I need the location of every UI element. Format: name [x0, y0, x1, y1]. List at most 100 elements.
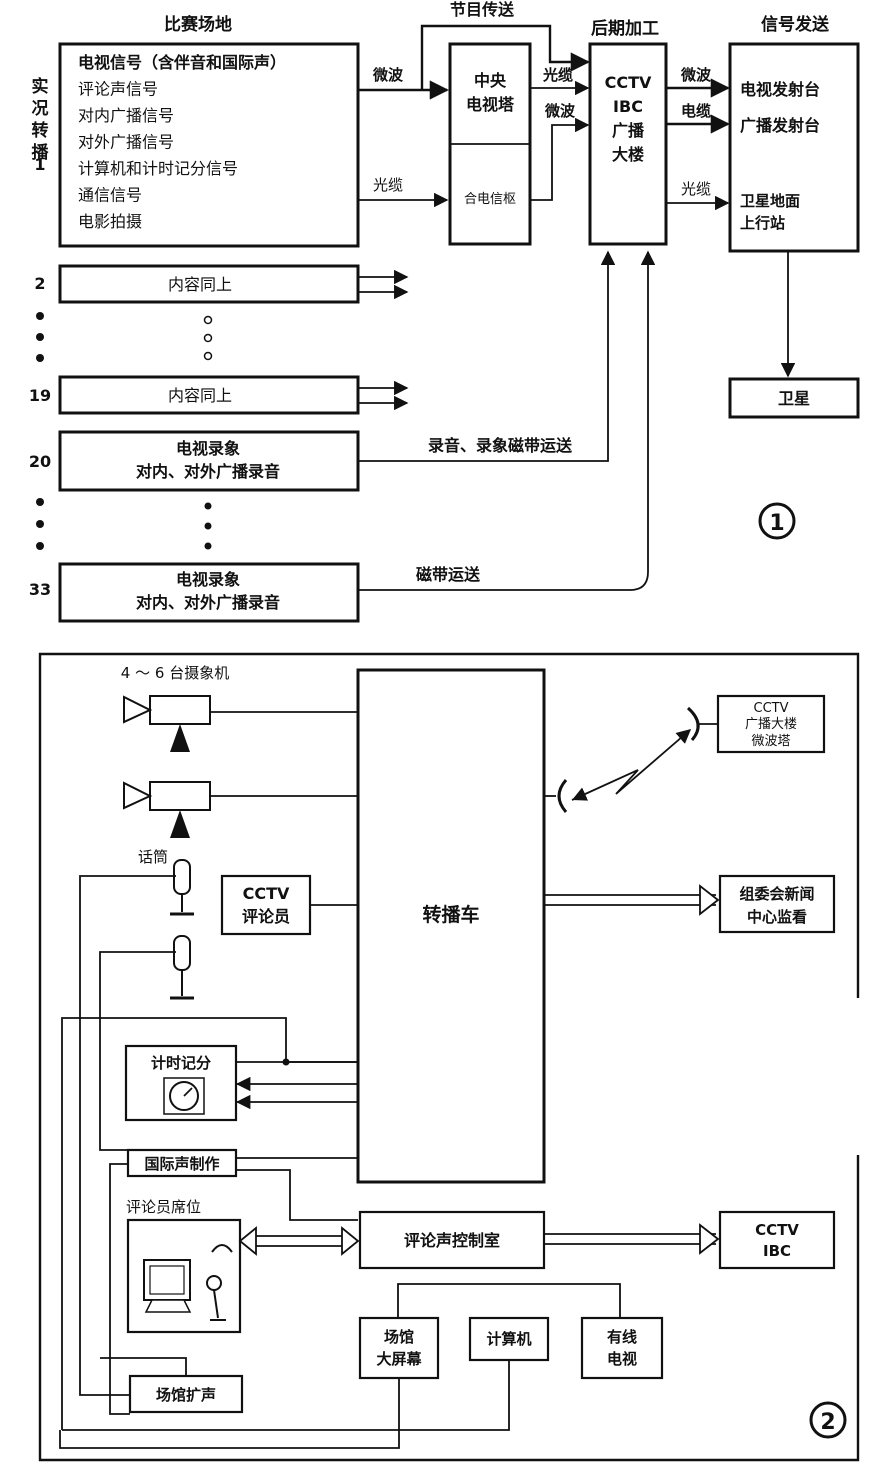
ellipsis-left-1	[36, 312, 44, 362]
tape-delivery-2-line	[358, 250, 656, 591]
diagram-1: 比赛场地 节目传送 后期加工 信号发送 实况转播 1 电视信号（含伴音和国际声）…	[29, 0, 860, 623]
venue-signal-item: 电视信号（含伴音和国际声）	[78, 53, 286, 72]
figure-1-number: 1	[769, 511, 784, 536]
cctv-ibc-box-2	[718, 1210, 836, 1270]
ellipsis-mid-1	[203, 315, 213, 361]
intl-to-commentary-link	[236, 1169, 358, 1221]
header-postproduction: 后期加工	[591, 19, 659, 39]
satellite-box	[728, 377, 860, 419]
organizing-committee-box	[718, 874, 836, 934]
ibc-arrowhead	[699, 1223, 720, 1255]
program-feed-bypass	[420, 24, 590, 90]
satellite-ground-line-2: 上行站	[740, 214, 785, 232]
venue-index-1: 1	[34, 155, 45, 174]
cctv-ibc-line: IBC	[613, 97, 643, 116]
header-venue: 比赛场地	[164, 14, 232, 35]
tape-delivery-2-label: 磁带运送	[416, 565, 481, 584]
live-transmission-label: 实况转播 1	[32, 76, 50, 174]
venue-screen-line-1: 场馆	[384, 1328, 414, 1346]
mic-2-cable	[99, 951, 176, 1151]
ibc-microwave-label: 微波	[680, 66, 712, 84]
venue-signal-item: 计算机和计时记分信号	[78, 159, 238, 178]
figure-1-circle	[758, 502, 796, 540]
venue-signal-list: 电视信号（含伴音和国际声）评论声信号对内广播信号对外广播信号计算机和计时记分信号…	[78, 53, 286, 231]
row-2-text: 内容同上	[168, 275, 232, 294]
relay-tower-line-2: 广播大楼	[745, 717, 797, 732]
committee-line-1: 组委会新闻	[739, 885, 814, 903]
ibc-cable-label: 电缆	[681, 102, 711, 120]
satellite-ground-line-1: 卫星地面	[740, 192, 800, 210]
header-transmission: 信号发送	[761, 14, 830, 35]
header-program-feed: 节目传送	[450, 0, 515, 19]
cctv-commentator-line-2: 评论员	[242, 907, 290, 926]
computer-box	[468, 1316, 550, 1362]
computer-bus-link	[62, 1360, 510, 1431]
venue-screen-line-2: 大屏幕	[376, 1350, 422, 1368]
cable-tv-box	[580, 1316, 664, 1380]
fiber-label: 光缆	[373, 176, 403, 194]
cctv-commentator-line-1: CCTV	[243, 884, 290, 903]
cctv-tower-label-line-1: 中央	[474, 71, 507, 90]
row-33-line-2: 对内、对外广播录音	[136, 593, 280, 612]
telecom-microwave-label: 微波	[544, 102, 576, 120]
cable-tv-line-2: 电视	[607, 1350, 637, 1368]
venue-signal-item: 评论声信号	[78, 80, 158, 99]
venue-pa-box	[128, 1374, 244, 1414]
ob-van-box	[356, 668, 546, 1184]
row-19-box	[58, 375, 360, 415]
screen-bus-link	[59, 1378, 400, 1449]
row-33-line-1: 电视录象	[176, 570, 240, 589]
live-label: 实况转播	[32, 76, 50, 163]
row-20-line-2: 对内、对外广播录音	[136, 462, 280, 481]
figure-2-number: 2	[820, 1410, 835, 1435]
transmitters-box	[728, 42, 860, 253]
timing-scoring-label: 计时记分	[151, 1054, 211, 1072]
diagram-2: 4 ～ 6 台摄象机 话筒 CCTV 评论员	[38, 652, 860, 1462]
row-2-box	[58, 264, 360, 304]
venue-screen-box	[358, 1316, 440, 1380]
telecom-microwave-link	[530, 117, 590, 201]
ellipsis-left-2	[36, 498, 44, 550]
microphone-icon-2	[170, 935, 194, 1000]
venue-box-1	[58, 42, 360, 248]
commentator-position-label: 评论员席位	[126, 1198, 201, 1216]
camera-icon-1	[123, 695, 211, 752]
bottom-distribution-bus	[397, 1283, 621, 1318]
venue-signal-item: 通信信号	[78, 186, 142, 205]
intl-to-pa-link	[109, 1163, 130, 1415]
venue-pa-label: 场馆扩声	[156, 1386, 216, 1404]
pa-feed-link	[100, 1357, 187, 1376]
microphone-icon-1	[170, 859, 194, 916]
venue-signal-item: 对内广播信号	[78, 106, 174, 125]
camera-icon-2	[123, 781, 211, 838]
row-19-index: 19	[29, 386, 51, 405]
tape-delivery-1-label: 录音、录象磁带运送	[428, 436, 573, 455]
ibc-fiber-label: 光缆	[681, 180, 711, 198]
cable-tv-line-1: 有线	[607, 1328, 637, 1346]
relay-tower-line-1: CCTV	[754, 701, 789, 716]
relay-dish-icon	[686, 706, 700, 741]
cctv-ibc-line: 大楼	[612, 145, 644, 164]
headset-icon	[206, 1244, 233, 1321]
row-20-box	[58, 430, 360, 492]
figure-2-circle	[809, 1401, 847, 1439]
diagram-2-frame	[38, 652, 860, 1462]
commentary-control-box	[358, 1210, 546, 1270]
cctv-ibc-2-line-1: CCTV	[755, 1221, 799, 1239]
tv-transmitter: 电视发射台	[740, 80, 820, 99]
monitor-icon	[143, 1259, 192, 1313]
row-20-index: 20	[29, 452, 51, 471]
cctv-ibc-line: 广播	[612, 121, 645, 140]
telecom-hub-label: 合电信枢	[464, 192, 516, 207]
intl-sound-box	[126, 1148, 238, 1178]
commentary-control-label: 评论声控制室	[404, 1231, 500, 1250]
microwave-label: 微波	[372, 66, 404, 84]
mic-1-cable	[79, 875, 176, 1396]
committee-arrowhead	[699, 884, 720, 916]
venue-signal-item: 电影拍摄	[78, 212, 142, 231]
van-dish-icon	[557, 779, 568, 813]
relay-tower-line-3: 微波塔	[751, 734, 790, 749]
ellipsis-mid-2	[204, 502, 212, 550]
row-33-box	[58, 562, 360, 623]
intl-sound-label: 国际声制作	[144, 1155, 219, 1173]
